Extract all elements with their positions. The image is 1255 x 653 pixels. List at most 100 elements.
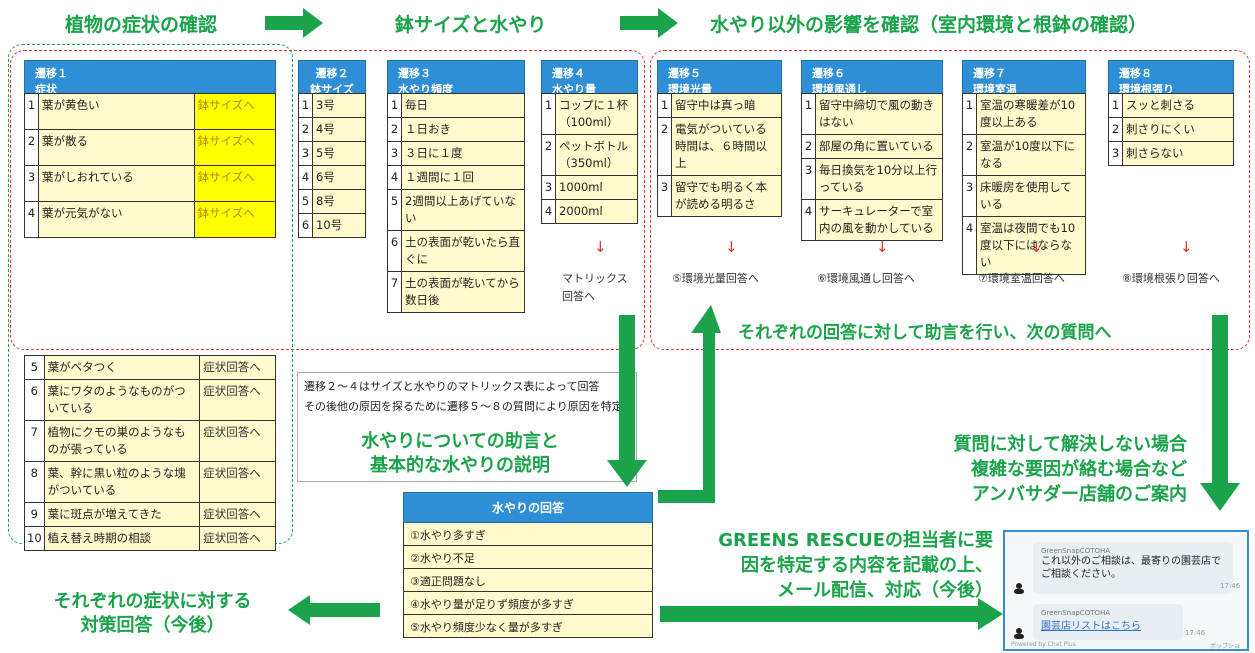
row-text: 4号 [312,117,366,142]
row-number: 8 [24,461,45,503]
row-number: 4 [801,199,816,241]
arrow-right-icon [620,8,678,38]
greens-line: メール配信、対応（今後） [777,580,993,601]
row-number: 3 [387,141,402,166]
row-text: 室温が10度以下になる [976,134,1086,176]
heading-other-influence: 水やり以外の影響を確認（室内環境と根鉢の確認） [710,14,1148,36]
row-number: 3 [962,175,977,217]
down-arrow-icon: ↓ [1030,238,1043,256]
unresolved-text: 質問に対して解決しない場合 複雑な要因が絡む場合など アンバサダー店舗のご案内 [900,432,1187,507]
arrow-right-icon [660,598,1003,630]
down-arrow-icon: ↓ [876,238,889,256]
region-pot-watering [10,50,645,350]
row-text: 毎日換気を10分以上行っている [815,158,943,200]
row-text: 留守中は真っ暗 [671,93,782,118]
down-arrow-icon: ↓ [594,238,607,256]
t6-header-step: 遷移６ [812,67,845,80]
unresolved-line: 複雑な要因が絡む場合など [971,459,1187,480]
row-number: 4 [541,199,556,224]
row-target: 症状回答へ [199,420,276,462]
row-text: 植え替え時期の相談 [43,526,201,551]
row-text: 8号 [312,189,366,214]
row-text: 電気がついている時間は、６時間以上 [671,117,782,176]
row-text: 1000ml [555,175,638,200]
row-target: 鉢サイズへ [193,165,277,202]
row-text: 葉がベタつく [43,355,201,380]
row-text: 葉が元気がない [38,201,195,238]
chat-time: 17:46 [1185,629,1206,637]
watering-answer-box: 水やりの回答 ①水やり多すぎ ②水やり不足 ③適正問題なし ④水やり量が足りず頻… [403,492,653,638]
row-text: 留守でも明るく本が読める明るさ [671,175,782,217]
row-number: 9 [24,502,45,527]
t7-header-step: 遷移７ [973,67,1006,80]
row-text: 留守中締切で風の動きはない [815,93,943,135]
avatar-icon [1013,624,1025,639]
row-number: 2 [962,134,977,176]
row-number: 6 [298,213,313,238]
row-text: 刺さらない [1122,141,1234,166]
t6-note: ⑥環境風通し回答へ [817,272,915,285]
symptom-line: 対策回答（今後） [80,615,225,636]
row-number: 1 [1108,93,1123,118]
watering-answer-item: ⑤水やり頻度少なく量が多すぎ [403,615,653,638]
t4-header-step: 遷移４ [552,67,585,80]
t4-note: マトリックス回答へ [562,272,628,303]
row-number: 2 [387,117,402,142]
row-number: 10 [24,526,45,551]
row-text: サーキュレーターで室内の風を動かしている [815,199,943,241]
row-target: 症状回答へ [199,526,276,551]
t2-header-title: 鉢サイズ [310,83,354,96]
greens-line: 因を特定する内容を記載の上、 [741,555,993,576]
symptom-line: それぞれの症状に対する [53,591,252,612]
t3-header-title: 水やり頻度 [398,83,453,96]
row-number: 2 [801,134,816,159]
row-number: 1 [387,93,402,118]
row-text: 室温は夜間でも10度以下にはならない [976,216,1086,275]
t7-note: ⑦環境室温回答へ [978,272,1065,285]
row-text: ３日に１度 [401,141,525,166]
t1-header-step: 遷移１ [35,67,68,80]
greens-rescue-text: GREENS RESCUEの担当者に要 因を特定する内容を記載の上、 メール配信… [668,528,993,603]
row-text: 葉が散る [38,129,195,166]
watering-answer-item: ①水やり多すぎ [403,523,653,546]
watering-answer-item: ④水やり量が足りず頻度が多すぎ [403,592,653,615]
shop-list-link[interactable]: 園芸店リストはこちら [1041,621,1141,632]
arrow-left-icon [288,595,380,625]
row-number: 1 [801,93,816,135]
t5-header-title: 環境光量 [668,83,712,96]
matrix-note-line: その後他の原因を探るために遷移５～８の質問により原因を特定 [304,400,623,413]
row-number: 1 [298,93,313,118]
row-number: 2 [298,117,313,142]
t7-header-title: 環境室温 [973,83,1017,96]
t5-note: ⑤環境光量回答へ [672,272,759,285]
row-text: 葉にワタのようなものがついている [43,379,201,421]
down-arrow-icon: ↓ [725,238,738,256]
